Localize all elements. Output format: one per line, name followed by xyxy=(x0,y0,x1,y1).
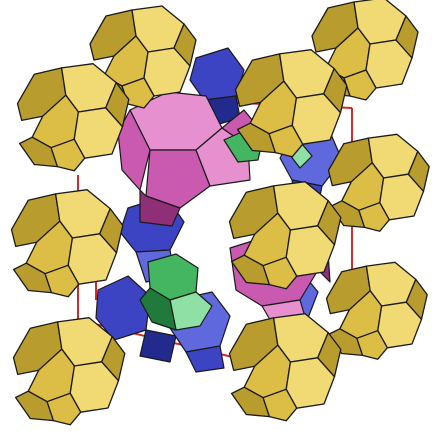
yellow-face xyxy=(317,331,342,378)
yellow-face xyxy=(50,138,86,172)
yellow-face xyxy=(236,122,277,154)
yellow-face xyxy=(12,262,53,294)
yellow-face xyxy=(317,199,342,246)
yellow-face xyxy=(358,202,390,232)
yellow-face xyxy=(356,330,388,360)
yellow-cage-upper-left xyxy=(16,63,130,172)
yellow-cage-left-middle xyxy=(10,189,124,298)
yellow-face xyxy=(323,67,348,114)
green-face xyxy=(139,287,177,331)
yellow-cage-top-center xyxy=(89,5,197,109)
yellow-face xyxy=(99,207,124,254)
yellow-cage-right-mid-upper xyxy=(327,133,430,232)
yellow-cage-center-middle xyxy=(228,181,342,290)
yellow-cage-bottom-center xyxy=(228,313,342,422)
yellow-cage-upper-center-right xyxy=(234,49,348,158)
yellow-cage-bottom-left xyxy=(12,317,126,426)
magenta-face xyxy=(145,149,211,209)
yellow-face xyxy=(14,390,55,422)
yellow-face xyxy=(268,124,304,158)
yellow-face xyxy=(46,392,82,426)
yellow-face xyxy=(173,23,197,67)
yellow-cage-right-lower xyxy=(325,261,428,360)
magenta-face xyxy=(139,189,181,227)
yellow-face xyxy=(405,278,428,320)
yellow-face xyxy=(343,69,377,101)
yellow-face xyxy=(18,136,59,168)
blue-face xyxy=(139,329,177,363)
yellow-face xyxy=(101,335,126,382)
yellow-face xyxy=(407,150,430,192)
yellow-face xyxy=(44,264,80,298)
yellow-cage-group xyxy=(10,0,430,426)
yellow-face xyxy=(230,254,271,286)
magenta-cage-upper xyxy=(117,91,263,227)
blue-face xyxy=(185,345,225,373)
yellow-face xyxy=(327,328,364,357)
yellow-face xyxy=(395,15,419,59)
yellow-face xyxy=(262,388,298,422)
yellow-face xyxy=(105,81,130,128)
yellow-face xyxy=(230,386,271,418)
yellow-face xyxy=(262,256,298,290)
